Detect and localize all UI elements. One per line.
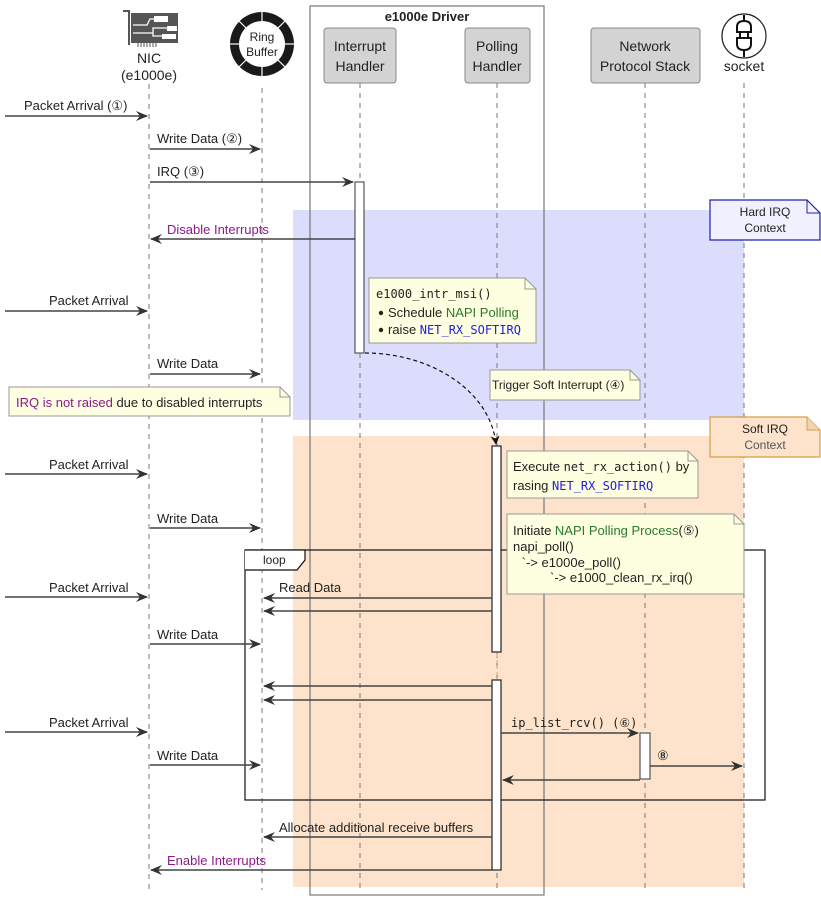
note-irq-not-raised: IRQ is not raised due to disabled interr… (8, 386, 291, 417)
intr-msi-title: e1000_intr_msi() (376, 287, 492, 301)
msg-allocate-buffers: Allocate additional receive buffers (279, 820, 474, 835)
note-e1000-intr-msi: e1000_intr_msi() Schedule NAPI Polling r… (368, 277, 537, 344)
intr-msi-bullet1-highlight: NAPI Polling (446, 305, 519, 320)
execute-line2-code: NET_RX_SOFTIRQ (552, 479, 653, 493)
loop-label: loop (263, 553, 286, 567)
note-trigger-soft-interrupt: Trigger Soft Interrupt (④) (489, 369, 641, 401)
msg-read-data: Read Data (279, 580, 342, 595)
msg-write-data-4: Write Data (157, 511, 219, 526)
participant-nic-label-1: NIC (137, 50, 161, 66)
initiate-highlight: NAPI Polling Process (555, 523, 679, 538)
svg-text:rasing NET_RX_SOFTIRQ: rasing NET_RX_SOFTIRQ (513, 478, 653, 493)
trigger-text: Trigger Soft Interrupt (④) (492, 378, 624, 392)
initiate-line3: `-> e1000e_poll() (518, 555, 621, 570)
svg-text:Initiate NAPI Polling Process(: Initiate NAPI Polling Process(⑤) (513, 523, 699, 538)
initiate-suffix: (⑤) (678, 523, 698, 538)
loop-frame: loop (244, 549, 766, 801)
irq-not-raised-highlight: IRQ is not raised (16, 395, 113, 410)
participant-interrupt-handler: Interrupt Handler (323, 27, 397, 84)
svg-text:Schedule NAPI Polling: Schedule NAPI Polling (388, 305, 519, 320)
msg-disable-interrupts: Disable Interrupts (167, 222, 269, 237)
activation-polling-handler-2 (491, 679, 502, 871)
msg-ip-list-rcv: ip_list_rcv() (⑥) (511, 716, 637, 730)
note-hard-irq-context: Hard IRQ Context (709, 199, 821, 241)
participant-ring-label-1: Ring (250, 30, 275, 44)
activation-protocol-stack (639, 732, 651, 780)
svg-text:raise NET_RX_SOFTIRQ: raise NET_RX_SOFTIRQ (388, 322, 521, 337)
hard-irq-line2: Context (744, 221, 786, 235)
activation-polling-handler-1 (491, 445, 502, 653)
intr-msi-bullet2-highlight: NET_RX_SOFTIRQ (420, 323, 521, 337)
msg-packet-arrival-5: Packet Arrival (49, 715, 129, 730)
msg-packet-arrival-2: Packet Arrival (49, 293, 129, 308)
note-initiate-napi-polling: Initiate NAPI Polling Process(⑤) napi_po… (506, 513, 745, 595)
participant-pollh-label-2: Handler (472, 58, 521, 74)
participant-pollh-label-1: Polling (476, 38, 518, 54)
msg-write-data-5: Write Data (157, 627, 219, 642)
participant-stack-label-1: Network (619, 38, 671, 54)
initiate-prefix: Initiate (513, 523, 555, 538)
network-card-icon (123, 10, 178, 47)
msg-write-data-3: Write Data (157, 356, 219, 371)
svg-text:Execute net_rx_action() by: Execute net_rx_action() by (513, 459, 690, 474)
msg-packet-arrival-4: Packet Arrival (49, 580, 129, 595)
note-soft-irq-context: Soft IRQ Context (709, 416, 821, 458)
driver-group-title: e1000e Driver (385, 9, 470, 24)
participant-stack-label-2: Protocol Stack (600, 58, 691, 74)
soft-irq-line2: Context (744, 438, 786, 452)
intr-msi-bullet1-prefix: Schedule (388, 305, 446, 320)
participant-irqh-label-2: Handler (335, 58, 384, 74)
execute-suffix: by (672, 459, 690, 474)
participant-network-protocol-stack: Network Protocol Stack (590, 27, 701, 84)
msg-enable-interrupts: Enable Interrupts (167, 853, 267, 868)
participant-irqh-label-1: Interrupt (334, 38, 386, 54)
note-execute-net-rx-action: Execute net_rx_action() by rasing NET_RX… (506, 450, 699, 499)
initiate-line2: napi_poll() (513, 539, 574, 554)
execute-prefix: Execute (513, 459, 564, 474)
msg-packet-arrival-3: Packet Arrival (49, 457, 129, 472)
activation-interrupt-handler (354, 181, 365, 354)
plug-icon (721, 13, 767, 59)
msg-write-data-2: Write Data (②) (157, 131, 242, 146)
irq-not-raised-rest: due to disabled interrupts (113, 395, 263, 410)
execute-code: net_rx_action() (564, 460, 672, 474)
participant-nic-label-2: (e1000e) (121, 67, 177, 83)
soft-irq-region (293, 436, 744, 887)
initiate-line4: `-> e1000_clean_rx_irq() (550, 570, 693, 585)
intr-msi-bullet2-prefix: raise (388, 322, 420, 337)
execute-line2-prefix: rasing (513, 478, 552, 493)
msg-irq-3: IRQ (③) (157, 164, 204, 179)
soft-irq-line1: Soft IRQ (742, 422, 788, 436)
ring-buffer-icon (230, 12, 294, 76)
msg-step-8: ⑧ (657, 748, 669, 763)
svg-text:IRQ is not raised due to disab: IRQ is not raised due to disabled interr… (16, 395, 263, 410)
arrow-trigger-soft-interrupt (364, 352, 500, 445)
participant-ring-label-2: Buffer (246, 45, 278, 59)
hard-irq-line1: Hard IRQ (740, 205, 791, 219)
participant-socket-label: socket (724, 58, 765, 74)
msg-packet-arrival-1: Packet Arrival (①) (24, 98, 127, 113)
msg-write-data-6: Write Data (157, 748, 219, 763)
participant-polling-handler: Polling Handler (464, 27, 531, 84)
